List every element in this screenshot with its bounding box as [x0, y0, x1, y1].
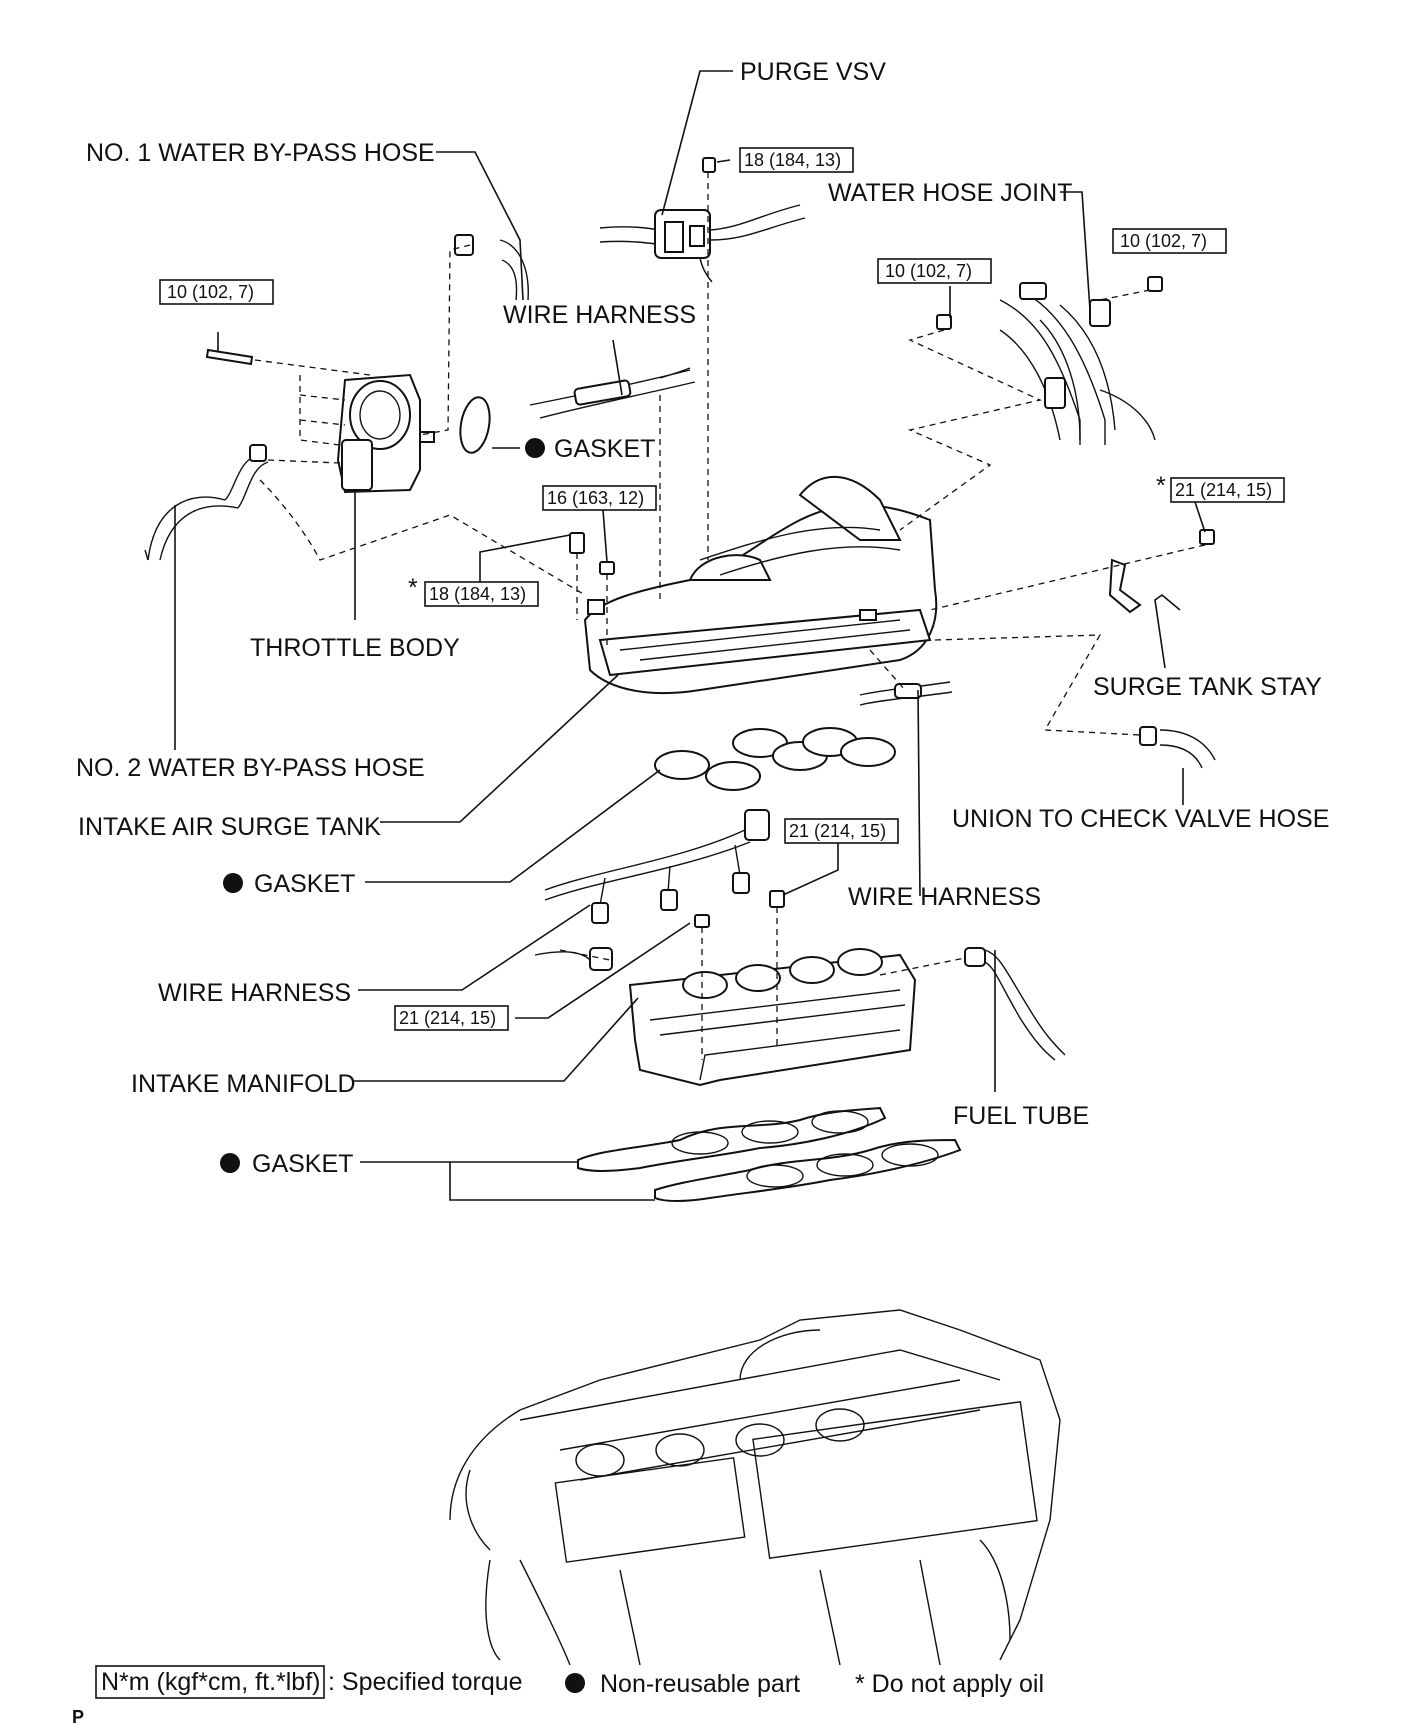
union-check-valve-hose-illustration: [1139, 726, 1216, 769]
water-joint-bolt-right-icon: [1147, 276, 1163, 292]
label-no1-water-bypass-hose: NO. 1 WATER BY-PASS HOSE: [86, 139, 435, 167]
throttle-gasket-illustration: [459, 396, 491, 454]
label-surge-tank-stay: SURGE TANK STAY: [1093, 673, 1322, 701]
label-no2-water-bypass-hose: NO. 2 WATER BY-PASS HOSE: [76, 754, 425, 782]
corner-mark: P: [72, 1707, 84, 1727]
label-gasket-bottom: GASKET: [220, 1150, 353, 1178]
wire-harness-right-illustration: [859, 681, 953, 706]
svg-text:*: *: [1156, 472, 1166, 500]
torque-surge-tank-nut: * 18 (184, 13): [408, 574, 539, 607]
surge-tank-stay-illustration: [1108, 558, 1142, 614]
wire-harness-injector-illustration: [534, 809, 770, 971]
parts-illustration: [144, 204, 1216, 1666]
label-intake-air-surge-tank: INTAKE AIR SURGE TANK: [78, 813, 381, 841]
intake-manifold-illustration: [628, 948, 917, 1087]
part-labels: PURGE VSV NO. 1 WATER BY-PASS HOSE WATER…: [76, 58, 1329, 1178]
non-reusable-bullet-icon: [223, 873, 243, 893]
svg-text:18 (184, 13): 18 (184, 13): [744, 150, 841, 170]
svg-text:10 (102, 7): 10 (102, 7): [885, 261, 972, 281]
svg-text:10 (102, 7): 10 (102, 7): [1120, 231, 1207, 251]
no1-water-bypass-hose-illustration: [454, 234, 529, 301]
intake-manifold-gasket-illustration: [577, 1106, 962, 1202]
svg-text:*: *: [408, 574, 418, 602]
intake-air-surge-tank-illustration: [583, 475, 938, 695]
purge-vsv-illustration: [599, 204, 806, 283]
leader-lines: [174, 70, 1206, 1201]
throttle-body-bolt-icon: [205, 348, 254, 366]
throttle-body-illustration: [336, 373, 435, 494]
torque-manifold-nut: 21 (214, 15): [394, 1005, 509, 1031]
surge-tank-bolt-icon: [569, 532, 585, 554]
torque-water-joint-bolt-right: 10 (102, 7): [1112, 228, 1227, 254]
torque-purge-vsv-bolt: 18 (184, 13): [739, 147, 854, 173]
water-hose-joint-illustration: [999, 282, 1156, 445]
no2-water-bypass-hose-illustration: [144, 444, 269, 561]
label-throttle-body: THROTTLE BODY: [250, 634, 460, 662]
engine-overview-illustration: [449, 1309, 1061, 1666]
svg-text:21 (214, 15): 21 (214, 15): [1175, 480, 1272, 500]
label-union-check-valve-hose: UNION TO CHECK VALVE HOSE: [952, 805, 1329, 833]
torque-throttle-body-bolt: 10 (102, 7): [159, 279, 274, 305]
non-reusable-bullet-icon: [220, 1153, 240, 1173]
torque-manifold-bolt: 21 (214, 15): [784, 818, 899, 844]
legend-nonreusable: Non-reusable part: [600, 1670, 800, 1698]
surge-tank-nut-icon: [599, 561, 615, 575]
legend: N*m (kgf*cm, ft.*lbf) : Specified torque…: [95, 1665, 1044, 1699]
label-wire-harness-right: WIRE HARNESS: [848, 883, 1041, 911]
svg-text:16 (163, 12): 16 (163, 12): [547, 488, 644, 508]
manifold-bolt-icon: [769, 890, 785, 908]
legend-torque-desc: : Specified torque: [328, 1668, 523, 1696]
label-purge-vsv: PURGE VSV: [740, 58, 886, 86]
assembly-dashed-lines: [254, 172, 1206, 1060]
svg-text:GASKET: GASKET: [554, 435, 655, 463]
label-gasket-mid: GASKET: [223, 870, 355, 898]
wire-harness-top-illustration: [529, 367, 696, 419]
torque-surge-tank-stay-bolt: * 21 (214, 15): [1156, 472, 1285, 503]
svg-text:21 (214, 15): 21 (214, 15): [399, 1008, 496, 1028]
svg-text:10 (102, 7): 10 (102, 7): [167, 282, 254, 302]
svg-text:21 (214, 15): 21 (214, 15): [789, 821, 886, 841]
purge-vsv-bolt-icon: [702, 157, 716, 173]
legend-non-reusable-bullet-icon: [565, 1673, 585, 1693]
label-wire-harness-top: WIRE HARNESS: [503, 301, 696, 329]
svg-text:GASKET: GASKET: [252, 1150, 353, 1178]
label-water-hose-joint: WATER HOSE JOINT: [828, 179, 1072, 207]
legend-no-oil: * Do not apply oil: [855, 1670, 1044, 1698]
manifold-nut-icon: [694, 914, 710, 928]
surge-tank-gasket-illustration: [654, 727, 896, 791]
torque-water-joint-bolt-left: 10 (102, 7): [877, 258, 992, 284]
torque-specs: 18 (184, 13) 10 (102, 7) 10 (102, 7) 10 …: [159, 147, 1285, 1031]
svg-text:GASKET: GASKET: [254, 870, 355, 898]
label-gasket-throttle: GASKET: [525, 435, 655, 463]
fuel-tube-illustration: [964, 947, 1066, 1061]
label-wire-harness-left: WIRE HARNESS: [158, 979, 351, 1007]
water-joint-bolt-left-icon: [936, 314, 952, 330]
label-intake-manifold: INTAKE MANIFOLD: [131, 1070, 356, 1098]
torque-surge-tank-bolt: 16 (163, 12): [542, 485, 657, 511]
non-reusable-bullet-icon: [525, 438, 545, 458]
legend-torque-key: N*m (kgf*cm, ft.*lbf): [101, 1668, 320, 1696]
svg-text:18 (184, 13): 18 (184, 13): [429, 584, 526, 604]
label-fuel-tube: FUEL TUBE: [953, 1102, 1089, 1130]
surge-tank-stay-bolt-icon: [1199, 529, 1215, 545]
